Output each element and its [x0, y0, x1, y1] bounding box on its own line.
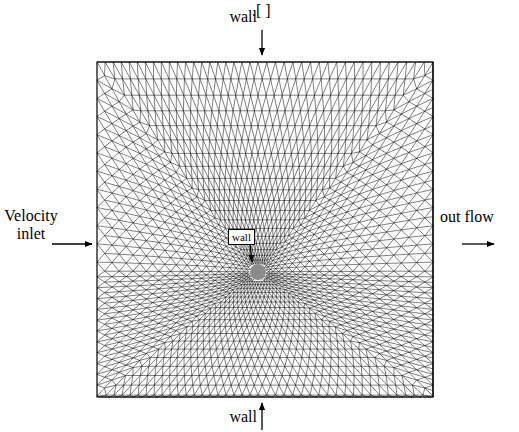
- boundary-label: wall: [229, 408, 257, 426]
- wall-arrow-bottom: [261, 403, 262, 430]
- outflow-arrow: [462, 243, 494, 244]
- cylinder: [250, 264, 266, 280]
- boundary-label: Velocity inlet: [0, 207, 62, 244]
- domain-border: [97, 62, 433, 397]
- wall-arrow-top: [261, 30, 262, 55]
- node-text: wall: [232, 231, 251, 243]
- triangular-mesh: [97, 62, 433, 397]
- boundary-label: out flow: [440, 208, 494, 226]
- wall-box: wall: [228, 229, 255, 245]
- cylinder-wall-arrow: [250, 244, 252, 262]
- boundary-label: wall: [229, 8, 257, 26]
- inlet-arrow: [52, 243, 92, 244]
